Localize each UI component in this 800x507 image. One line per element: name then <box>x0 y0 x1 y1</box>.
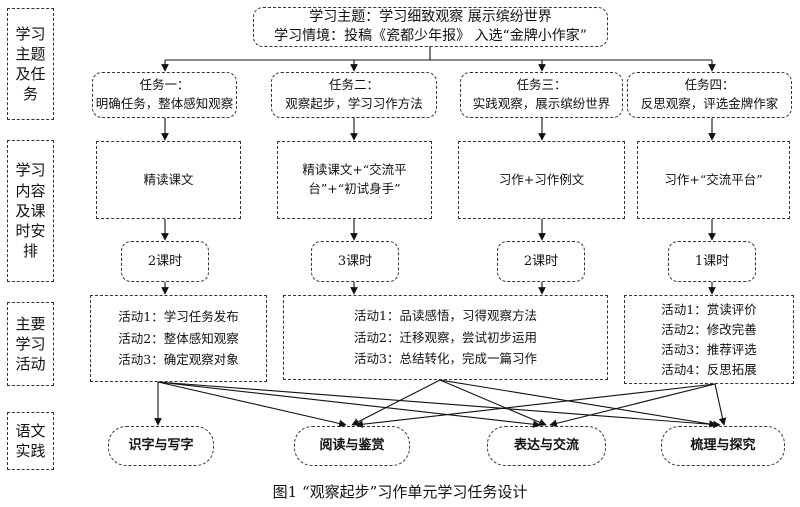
category-main-activities: 主要 学习 活动 <box>7 302 54 386</box>
arrow-a1-p3 <box>157 381 541 429</box>
activity-item: 活动2：迁移观察，尝试初步运用 <box>354 329 537 345</box>
category-text: 语文 <box>15 421 46 440</box>
arrow-a4-p4 <box>714 383 727 426</box>
task-3-box: 任务三： 实践观察，展示缤纷世界 <box>460 72 623 118</box>
activity-item: 活动2：整体感知观察 <box>118 330 239 346</box>
activity-item: 活动3：确定观察对象 <box>118 352 239 368</box>
arrow-a1-p2 <box>157 381 347 428</box>
activities-4-box: 活动1：赏读评价 活动2：修改完善 活动3：推荐评选 活动4：反思拓展 <box>624 295 794 384</box>
activity-item: 活动4：反思拓展 <box>661 361 757 377</box>
category-text: 主题 <box>15 44 46 63</box>
task-title: 任务一： <box>139 77 190 93</box>
category-language-practice: 语文 实践 <box>7 412 54 470</box>
arrow-a2-p2 <box>351 379 441 426</box>
content-text: 台”+“初试身手” <box>308 181 401 196</box>
arrow-a4-p3 <box>549 383 716 428</box>
hours-4-badge: 1课时 <box>668 241 756 282</box>
task-desc: 观察起步，学习习作方法 <box>285 96 423 111</box>
practice-literacy: 识字与写字 <box>108 426 214 466</box>
category-text: 排 <box>22 242 38 261</box>
category-text: 活动 <box>15 355 46 374</box>
category-text: 学习 <box>15 24 46 43</box>
activity-item: 活动2：修改完善 <box>661 321 757 337</box>
activity-item: 活动1：赏读评价 <box>661 301 757 317</box>
arrow-a2-p4 <box>439 379 717 428</box>
category-text: 学习 <box>15 161 46 180</box>
learning-theme-box: 学习主题：学习细致观察 展示缤纷世界 学习情境：投稿《瓷都少年报》 入选“金牌小… <box>253 7 608 47</box>
content-text: 精读课文 <box>143 171 194 187</box>
task-title: 任务四： <box>684 77 735 93</box>
practice-expression: 表达与交流 <box>487 426 606 466</box>
hours-text: 2课时 <box>147 253 183 269</box>
category-text: 学习 <box>15 334 46 353</box>
practice-reading: 阅读与鉴赏 <box>294 426 410 466</box>
activities-2-box: 活动1：品读感悟，习得观察方法 活动2：迁移观察，尝试初步运用 活动3：总结转化… <box>283 295 608 380</box>
practice-text: 阅读与鉴赏 <box>319 438 385 454</box>
hours-text: 2课时 <box>523 253 559 269</box>
figure-caption: 图1 “观察起步”习作单元学习任务设计 <box>272 483 528 501</box>
task-4-box: 任务四： 反思观察，评选金牌作家 <box>627 72 792 118</box>
content-3-box: 习作+习作例文 <box>458 141 625 219</box>
category-text: 及任 <box>15 65 46 83</box>
category-content-and-hours: 学习 内容 及课 时安 排 <box>7 140 54 282</box>
hours-text: 3课时 <box>337 253 373 269</box>
activity-item: 活动3：推荐评选 <box>661 341 757 357</box>
task-title: 任务二： <box>328 77 379 93</box>
content-text: 习作+“交流平台” <box>664 171 763 187</box>
learning-context: 学习情境：投稿《瓷都少年报》 入选“金牌小作家” <box>274 28 587 44</box>
task-desc: 反思观察，评选金牌作家 <box>640 96 779 111</box>
task-2-box: 任务二： 观察起步，学习习作方法 <box>271 72 437 118</box>
task-1-box: 任务一： 明确任务，整体感知观察 <box>92 72 237 118</box>
activities-1-box: 活动1：学习任务发布 活动2：整体感知观察 活动3：确定观察对象 <box>90 295 267 382</box>
practice-text: 梳理与探究 <box>690 438 756 454</box>
content-2-box: 精读课文+“交流平 台”+“初试身手” <box>277 141 432 219</box>
content-text: 习作+习作例文 <box>498 171 585 187</box>
category-theme-and-tasks: 学习 主题 及任 务 <box>7 8 54 120</box>
category-text: 实践 <box>15 442 46 460</box>
content-1-box: 精读课文 <box>96 141 241 219</box>
arrow-a2-p3 <box>439 379 547 426</box>
task-desc: 明确任务，整体感知观察 <box>95 96 234 111</box>
learning-theme: 学习主题：学习细致观察 展示缤纷世界 <box>309 9 552 26</box>
content-4-box: 习作+“交流平台” <box>637 141 790 219</box>
category-text: 主要 <box>15 314 46 333</box>
category-text: 务 <box>22 85 38 104</box>
task-title: 任务三： <box>516 77 567 93</box>
activity-item: 活动3：总结转化，完成一篇习作 <box>354 351 537 367</box>
category-text: 及课 <box>15 201 46 220</box>
category-text: 内容 <box>15 181 46 200</box>
category-text: 时安 <box>15 222 46 241</box>
hours-3-badge: 2课时 <box>497 241 585 282</box>
hours-1-badge: 2课时 <box>121 241 209 282</box>
arrow-a1-p4 <box>157 381 721 429</box>
arrow-a4-p2 <box>355 383 716 429</box>
practice-text: 表达与交流 <box>513 438 579 454</box>
activity-item: 活动1：品读感悟，习得观察方法 <box>354 307 537 323</box>
activity-item: 活动1：学习任务发布 <box>118 308 239 324</box>
hours-2-badge: 3课时 <box>311 241 399 282</box>
hours-text: 1课时 <box>694 253 730 269</box>
content-text: 精读课文+“交流平 <box>302 162 407 178</box>
practice-sorting: 梳理与探究 <box>661 426 785 466</box>
practice-text: 识字与写字 <box>128 438 194 454</box>
task-desc: 实践观察，展示缤纷世界 <box>472 96 611 111</box>
